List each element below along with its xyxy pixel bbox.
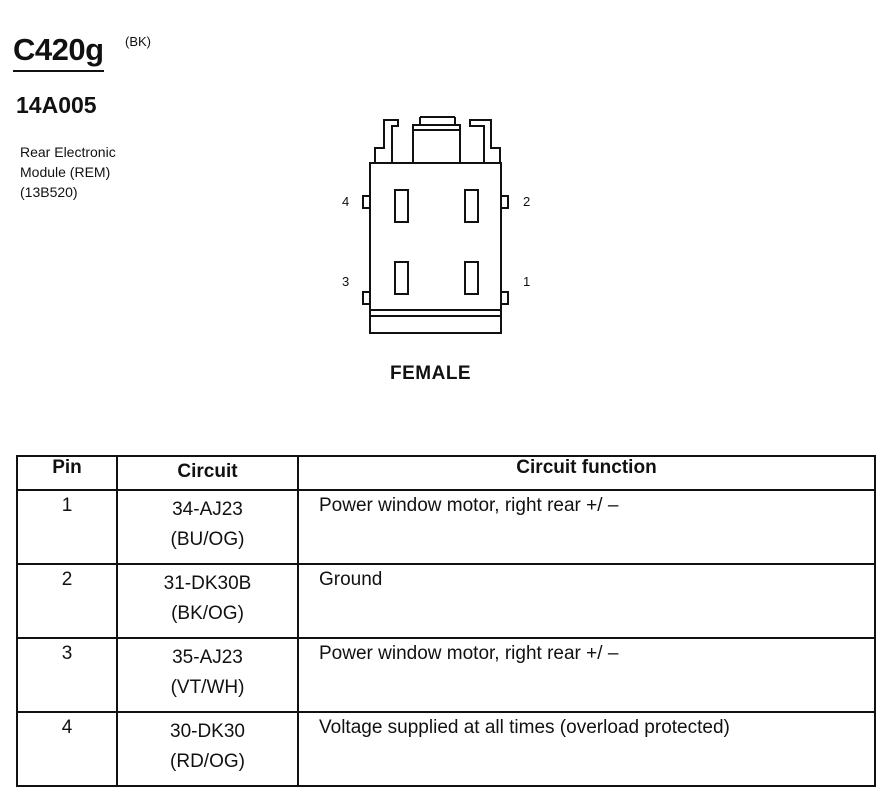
connector-face-diagram: 4 2 3 1 — [342, 116, 530, 334]
table-row: 4 30-DK30 (RD/OG) Voltage supplied at al… — [16, 711, 876, 787]
pin-cavity-3 — [394, 261, 409, 295]
function-cell: Ground — [297, 563, 876, 639]
pin-cavity-1 — [464, 261, 479, 295]
wire-color: (BU/OG) — [170, 529, 245, 550]
pin-cavity-4 — [394, 189, 409, 223]
header-circuit: Circuit — [116, 455, 299, 491]
pin-cell: 3 — [16, 637, 118, 713]
pin-label-3: 3 — [342, 274, 349, 289]
pin-label-1: 1 — [523, 274, 530, 289]
side-tabs — [362, 195, 509, 305]
description-line: Rear Electronic — [20, 144, 116, 160]
connector-color-code: (BK) — [125, 34, 151, 49]
view-label: FEMALE — [390, 363, 472, 384]
header-pin: Pin — [16, 455, 118, 491]
wire-color: (VT/WH) — [170, 677, 245, 698]
circuit-number: 35-AJ23 — [172, 647, 243, 668]
function-cell: Voltage supplied at all times (overload … — [297, 711, 876, 787]
circuit-cell: 35-AJ23 (VT/WH) — [116, 637, 299, 713]
pin-cell: 4 — [16, 711, 118, 787]
connector-id: C420g — [13, 30, 104, 72]
table-row: 1 34-AJ23 (BU/OG) Power window motor, ri… — [16, 489, 876, 565]
header-function: Circuit function — [297, 455, 876, 491]
function-cell: Power window motor, right rear +/ – — [297, 489, 876, 565]
circuit-cell: 30-DK30 (RD/OG) — [116, 711, 299, 787]
circuit-cell: 31-DK30B (BK/OG) — [116, 563, 299, 639]
description-line: (13B520) — [20, 184, 78, 200]
part-number: 14A005 — [16, 92, 97, 118]
table-row: 2 31-DK30B (BK/OG) Ground — [16, 563, 876, 639]
pin-label-4: 4 — [342, 194, 349, 209]
pin-cell: 1 — [16, 489, 118, 565]
connector-housing — [369, 162, 502, 334]
circuit-number: 34-AJ23 — [172, 499, 243, 520]
circuit-number: 30-DK30 — [170, 721, 245, 742]
wire-color: (RD/OG) — [170, 751, 245, 772]
pinout-table: Pin Circuit Circuit function 1 34-AJ23 (… — [16, 455, 876, 787]
table-header-row: Pin Circuit Circuit function — [16, 455, 876, 491]
pin-cavity-2 — [464, 189, 479, 223]
wire-color: (BK/OG) — [171, 603, 244, 624]
circuit-number: 31-DK30B — [163, 573, 252, 594]
table-row: 3 35-AJ23 (VT/WH) Power window motor, ri… — [16, 637, 876, 713]
description-line: Module (REM) — [20, 164, 111, 180]
connector-latch — [374, 116, 501, 164]
pin-cell: 2 — [16, 563, 118, 639]
circuit-cell: 34-AJ23 (BU/OG) — [116, 489, 299, 565]
function-cell: Power window motor, right rear +/ – — [297, 637, 876, 713]
pin-label-2: 2 — [523, 194, 530, 209]
component-description: Rear Electronic Module (REM) (13B520) — [20, 142, 116, 202]
